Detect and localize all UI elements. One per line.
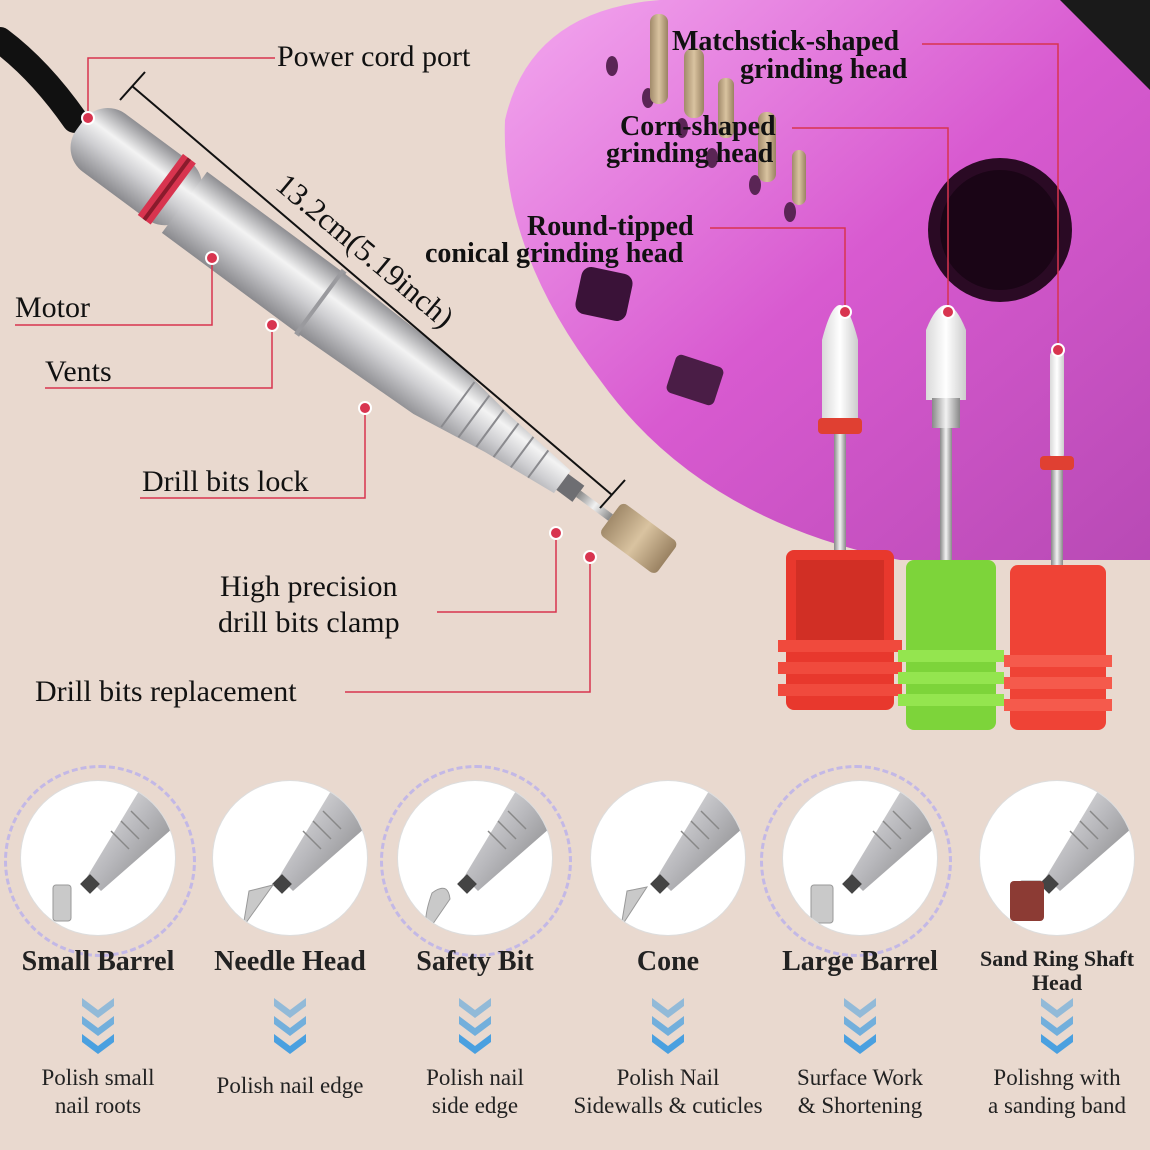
bit-description-line2: & Shortening bbox=[797, 1093, 923, 1118]
bit-description-line2: Sidewalls & cuticles bbox=[573, 1093, 763, 1118]
bit-description-line1: Polish small bbox=[41, 1065, 155, 1090]
bit-description-line1: Polish nail bbox=[426, 1065, 524, 1090]
bit-name: Needle Head bbox=[214, 946, 366, 977]
bit-description: Polish nail edge bbox=[175, 1072, 405, 1100]
callout-motor: Motor bbox=[15, 291, 90, 324]
bit-description: Surface Work & Shortening bbox=[745, 1064, 975, 1120]
bit-description-line2: nail roots bbox=[54, 1093, 142, 1118]
bit-image-circle bbox=[398, 781, 552, 935]
callout-clamp-line2: drill bits clamp bbox=[218, 606, 400, 639]
callout-lines bbox=[15, 43, 1059, 693]
callout-round-line1: Round-tipped bbox=[527, 211, 694, 242]
bit-description: Polish nail side edge bbox=[360, 1064, 590, 1120]
bit-holder-red-right bbox=[1004, 350, 1112, 730]
chevron-down-icon bbox=[80, 994, 116, 1060]
bit-holder-red-left bbox=[778, 305, 902, 710]
bit-description: Polishng with a sanding band bbox=[942, 1064, 1150, 1120]
bit-image-circle bbox=[591, 781, 745, 935]
chevron-down-icon bbox=[842, 994, 878, 1060]
bit-name: Sand Ring Shaft Head bbox=[979, 946, 1135, 995]
bit-description-line2: a sanding band bbox=[988, 1093, 1126, 1118]
bit-holder-green bbox=[898, 305, 1004, 730]
chevron-down-icon bbox=[457, 994, 493, 1060]
callout-corn-line2: grinding head bbox=[606, 138, 774, 169]
bit-name: Safety Bit bbox=[416, 946, 534, 977]
bit-description: Polish small nail roots bbox=[0, 1064, 213, 1120]
callout-dots bbox=[81, 111, 1065, 564]
bit-description-line2: side edge bbox=[431, 1093, 519, 1118]
bit-description-line1: Polishng with bbox=[993, 1065, 1121, 1090]
bit-image-circle bbox=[783, 781, 937, 935]
callout-drill-bits-lock: Drill bits lock bbox=[142, 465, 309, 498]
dashed-ring bbox=[380, 765, 572, 957]
bit-description-line1: Surface Work bbox=[796, 1065, 924, 1090]
bit-image-circle bbox=[213, 781, 367, 935]
callout-matchstick-line1: Matchstick-shaped bbox=[672, 26, 900, 57]
power-cord bbox=[0, 27, 88, 133]
bit-image-circle bbox=[980, 781, 1134, 935]
device-base bbox=[504, 0, 1150, 560]
dashed-ring bbox=[760, 765, 952, 957]
callout-matchstick-line2: grinding head bbox=[740, 54, 908, 85]
callout-clamp-line1: High precision bbox=[220, 570, 398, 603]
callout-corn-line1: Corn-shaped bbox=[620, 111, 776, 142]
chevron-down-icon bbox=[650, 994, 686, 1060]
callout-vents: Vents bbox=[45, 355, 112, 388]
chevron-down-icon bbox=[1039, 994, 1075, 1060]
bit-description-line1: Polish Nail bbox=[616, 1065, 720, 1090]
bit-description-line1: Polish nail edge bbox=[216, 1073, 364, 1098]
bit-name: Cone bbox=[636, 946, 700, 977]
dimension-bracket bbox=[119, 71, 626, 509]
bit-name: Small Barrel bbox=[21, 946, 175, 977]
dashed-ring bbox=[4, 765, 196, 957]
callout-replacement: Drill bits replacement bbox=[35, 675, 297, 708]
bit-name: Large Barrel bbox=[782, 946, 938, 977]
chevron-down-icon bbox=[272, 994, 308, 1060]
callout-round-line2: conical grinding head bbox=[425, 238, 684, 269]
handpiece bbox=[70, 108, 677, 573]
callout-power-cord-port: Power cord port bbox=[277, 40, 471, 73]
bit-image-circle bbox=[21, 781, 175, 935]
